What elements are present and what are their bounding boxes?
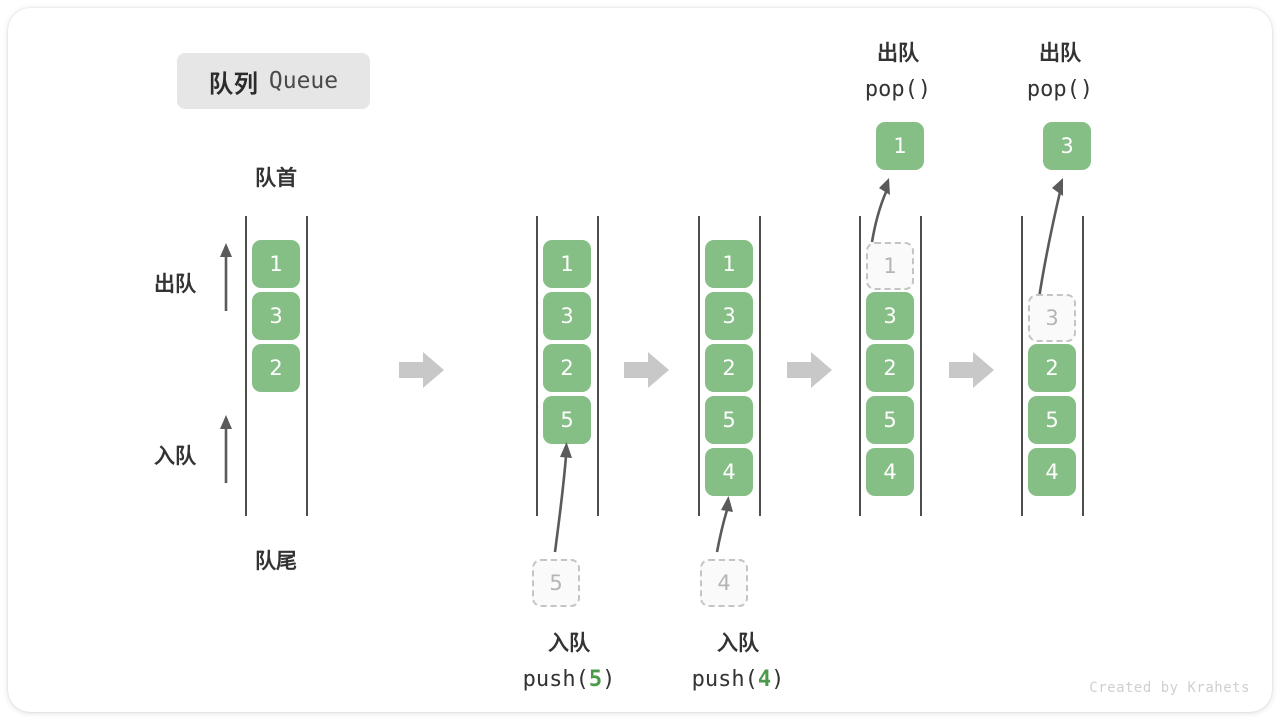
- queue-cell: 5: [866, 396, 914, 444]
- queue-cell: 1: [543, 240, 591, 288]
- push-arrow-icon: [706, 492, 742, 554]
- push-arrow-icon: [536, 438, 576, 554]
- rail-right-stage-1: [306, 216, 308, 516]
- popped-cell: 3: [1043, 122, 1091, 170]
- push-4-label-fn: push(4): [691, 667, 785, 692]
- incoming-ghost-cell: 4: [700, 559, 748, 607]
- queue-cell: 3: [866, 292, 914, 340]
- stage-arrow-icon: [949, 350, 995, 390]
- pop-arrow-icon: [861, 174, 897, 244]
- pop-arrow-icon: [1026, 174, 1072, 300]
- dequeue-arrow-icon: [216, 241, 236, 311]
- queue-cell: 4: [1028, 448, 1076, 496]
- rail-left-stage-2: [536, 216, 538, 516]
- queue-cell: 1: [252, 240, 300, 288]
- pop-3-label-fn: pop(): [1026, 77, 1094, 102]
- diagram-card: 队列 Queue 队首 队尾 出队 入队 1 3 2: [8, 8, 1272, 712]
- popped-ghost-cell: 3: [1028, 294, 1076, 342]
- rail-left-stage-4: [859, 216, 861, 516]
- pop-1-label-cn: 出队: [877, 42, 919, 65]
- popped-cell: 1: [876, 122, 924, 170]
- pop-3-label: 出队 pop(): [970, 36, 1150, 108]
- rail-left-stage-1: [245, 216, 247, 516]
- incoming-ghost-cell: 5: [532, 559, 580, 607]
- queue-cell: 3: [252, 292, 300, 340]
- enqueue-arrow-icon: [216, 413, 236, 483]
- pop-1-label-fn: pop(): [864, 77, 932, 102]
- push-5-label-fn: push(5): [522, 667, 616, 692]
- rail-right-stage-3: [759, 216, 761, 516]
- queue-cell: 2: [252, 344, 300, 392]
- queue-cell: 2: [543, 344, 591, 392]
- queue-cell: 4: [866, 448, 914, 496]
- rail-right-stage-5: [1082, 216, 1084, 516]
- dequeue-side-label: 出队: [154, 273, 196, 296]
- title-chinese: 队列: [208, 70, 259, 98]
- head-label: 队首: [255, 167, 297, 190]
- queue-cell: 5: [543, 396, 591, 444]
- enqueue-side-label: 入队: [154, 445, 196, 468]
- rail-right-stage-2: [597, 216, 599, 516]
- stage-arrow-icon: [624, 350, 670, 390]
- queue-cell: 5: [1028, 396, 1076, 444]
- queue-cell: 2: [705, 344, 753, 392]
- push-4-label-cn: 入队: [717, 632, 759, 655]
- push-4-label: 入队 push(4): [618, 626, 858, 698]
- popped-ghost-cell: 1: [866, 242, 914, 290]
- push-5-label-cn: 入队: [548, 632, 590, 655]
- queue-cell: 4: [705, 448, 753, 496]
- stage-arrow-icon: [399, 350, 445, 390]
- tail-label: 队尾: [255, 550, 297, 573]
- push-5-label: 入队 push(5): [449, 626, 689, 698]
- queue-cell: 3: [543, 292, 591, 340]
- queue-cell: 1: [705, 240, 753, 288]
- title-chip: 队列 Queue: [177, 53, 370, 109]
- queue-cell: 2: [1028, 344, 1076, 392]
- rail-left-stage-3: [698, 216, 700, 516]
- pop-1-label: 出队 pop(): [808, 36, 988, 108]
- pop-3-label-cn: 出队: [1039, 42, 1081, 65]
- queue-cell: 5: [705, 396, 753, 444]
- stage-arrow-icon: [787, 350, 833, 390]
- credit-text: Created by Krahets: [1089, 680, 1250, 696]
- queue-cell: 3: [705, 292, 753, 340]
- title-english: Queue: [268, 68, 339, 94]
- rail-right-stage-4: [920, 216, 922, 516]
- queue-cell: 2: [866, 344, 914, 392]
- rail-left-stage-5: [1021, 216, 1023, 516]
